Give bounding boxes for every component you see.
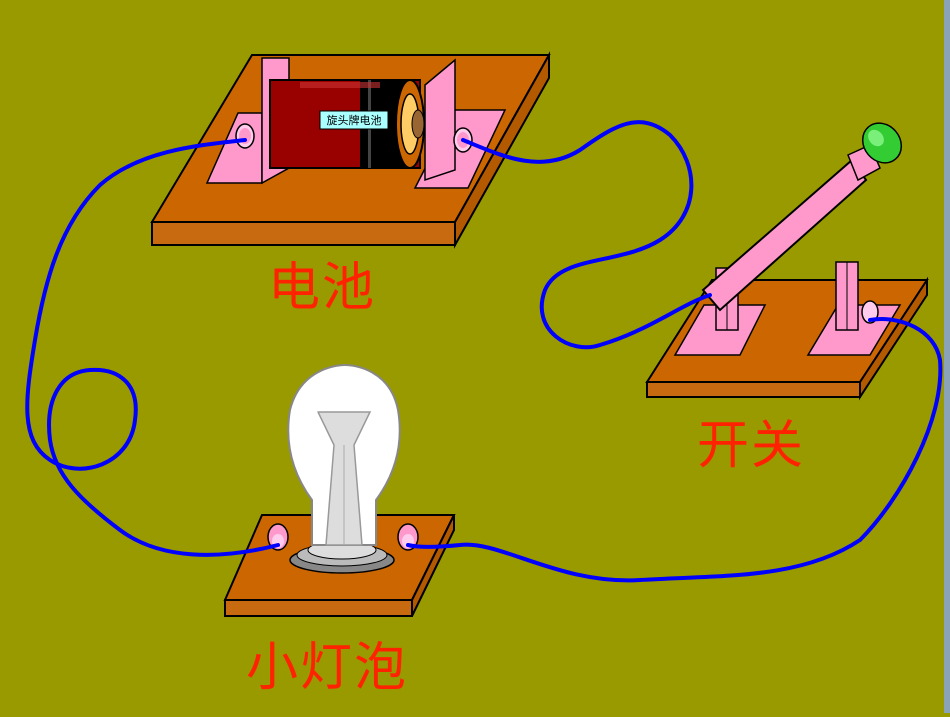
wire-battery-to-switch — [461, 120, 712, 350]
bulb-left-terminal — [267, 523, 289, 551]
slide-edge — [944, 0, 950, 713]
bulb-label: 小灯泡 — [246, 638, 409, 698]
switch-label: 开关 — [697, 416, 806, 476]
battery-label: 电池 — [268, 258, 377, 318]
wire-switch-to-bulb — [406, 317, 943, 583]
wires — [25, 120, 943, 583]
switch-lever — [701, 122, 903, 312]
battery-right-holder — [413, 58, 507, 189]
light-bulb — [287, 363, 401, 546]
wire-battery-to-bulb — [25, 138, 280, 557]
battery-brand-label: 旋头牌电池 — [327, 113, 382, 127]
battery-cell: 旋头牌电池 — [269, 79, 425, 169]
